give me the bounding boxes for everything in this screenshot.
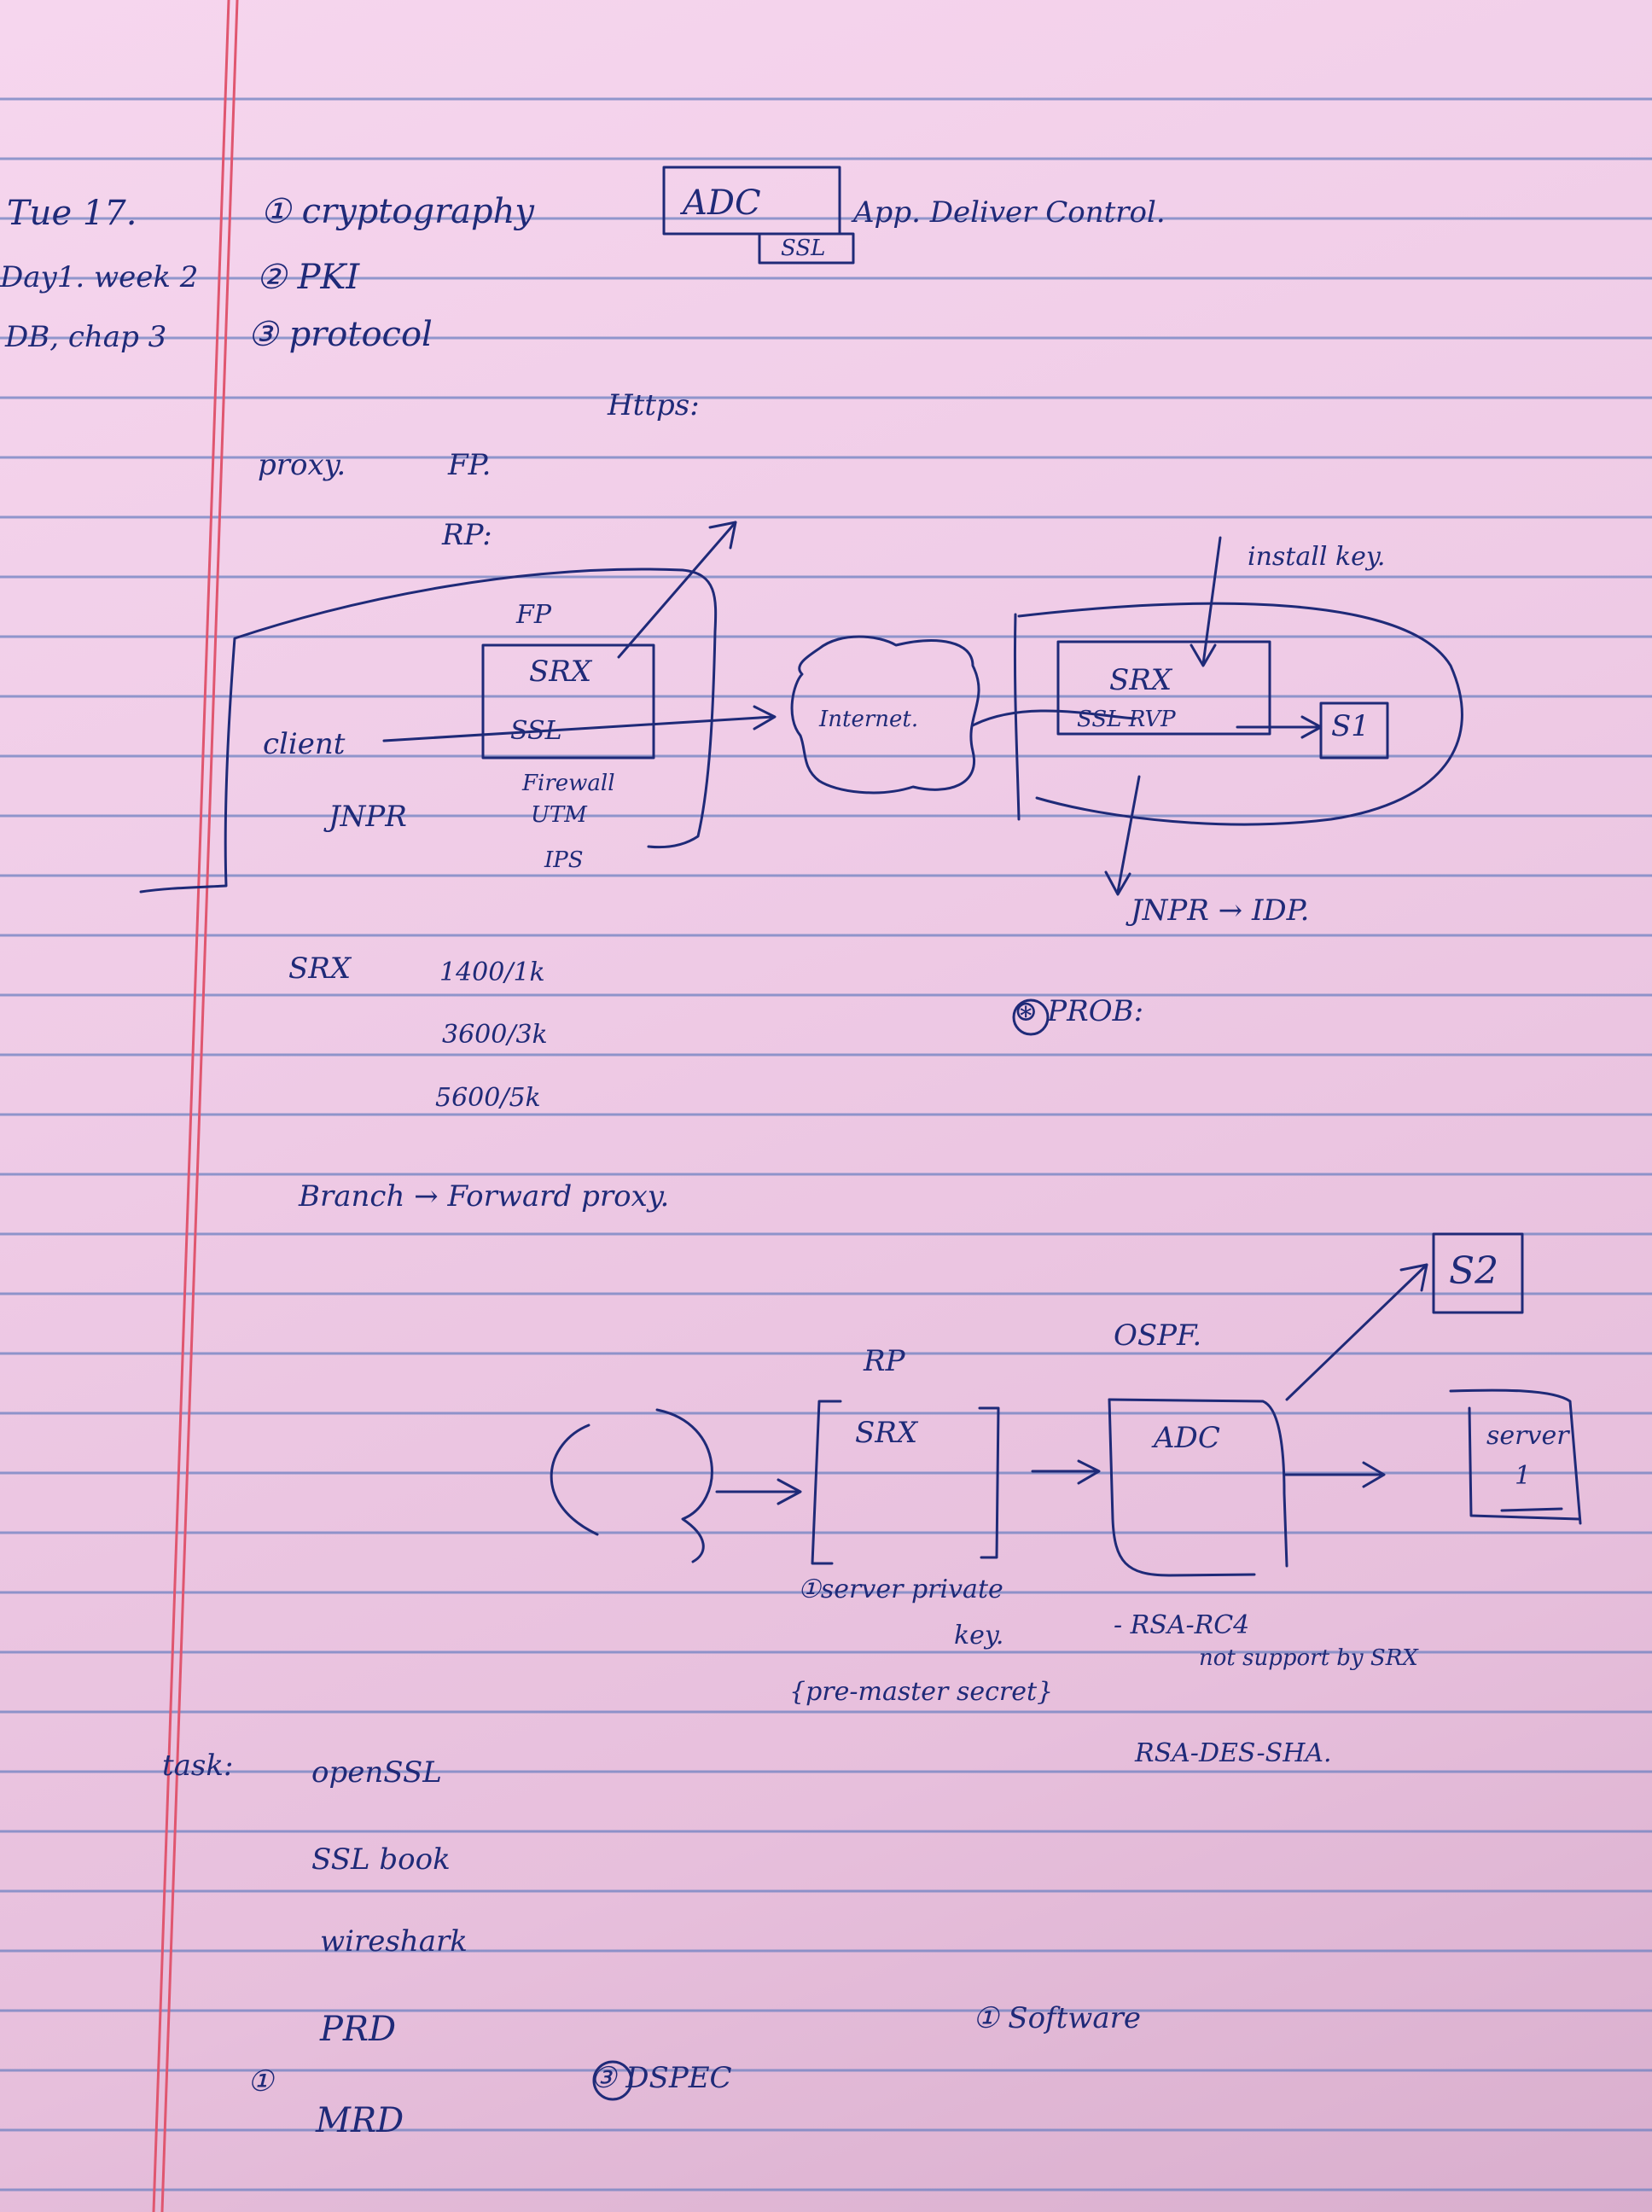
task-openssl: openSSL xyxy=(311,1755,442,1790)
diagram2-server: server xyxy=(1486,1421,1569,1451)
proxy-rp: RP: xyxy=(442,518,492,552)
note-date: Tue 17. xyxy=(7,194,137,233)
branch-forward-proxy: Branch → Forward proxy. xyxy=(299,1179,670,1214)
diagram2-rp: RP xyxy=(864,1344,905,1378)
diagram1-srx-right: SRX xyxy=(1109,663,1172,697)
task-prd: PRD xyxy=(320,2010,397,2049)
diagram1-utm: UTM xyxy=(531,802,587,828)
diagram1-ssl-rvp: SSL RVP xyxy=(1077,707,1176,732)
diagram1-jnpr-idp: JNPR → IDP. xyxy=(1131,894,1310,928)
diagram1-firewall: Firewall xyxy=(522,771,615,796)
proxy-fp: FP. xyxy=(448,448,492,482)
diagram1-internet: Internet. xyxy=(819,707,919,732)
diagram2-s2: S2 xyxy=(1449,1249,1499,1293)
diagram2-ospf: OSPF. xyxy=(1114,1318,1202,1353)
diagram2-rsa-rc4: - RSA-RC4 xyxy=(1114,1610,1250,1640)
prob-label: ⊛ PROB: xyxy=(1014,994,1144,1028)
diagram2-pre-master-secret: {pre-master secret} xyxy=(789,1677,1054,1707)
diagram1-fp: FP xyxy=(516,600,552,630)
topic-pki: ② PKI xyxy=(256,258,360,297)
diagram2-note-private-key: ①server private xyxy=(798,1575,1003,1604)
proxy-label: proxy. xyxy=(258,448,346,482)
note-week: Day1. week 2 xyxy=(0,260,199,294)
diagram2-rsa-des-sha: RSA-DES-SHA. xyxy=(1135,1738,1332,1768)
task-dspec: ③ DSPEC xyxy=(590,2061,732,2095)
diagram2-adc: ADC xyxy=(1154,1421,1220,1455)
task-label: task: xyxy=(162,1749,234,1783)
diagram1-client: client xyxy=(263,727,346,761)
diagram2-not-supported: not support by SRX xyxy=(1199,1645,1418,1671)
task-mrd: MRD xyxy=(316,2101,404,2140)
note-chapter: DB, chap 3 xyxy=(5,320,167,354)
diagram2-note-key: key. xyxy=(954,1621,1004,1650)
task-ssl-book: SSL book xyxy=(311,1842,451,1877)
diagram2-server-number: 1 xyxy=(1515,1461,1532,1491)
srx-model-1: 1400/1k xyxy=(439,958,545,987)
task-software: ① Software xyxy=(973,2001,1142,2035)
diagram2-srx: SRX xyxy=(855,1416,918,1450)
diagram1-install-key: install key. xyxy=(1248,542,1386,572)
diagram1-ips: IPS xyxy=(544,847,584,873)
task-circle-number: ① xyxy=(247,2064,274,2098)
task-wireshark: wireshark xyxy=(320,1924,468,1959)
https-label: Https: xyxy=(608,388,700,422)
diagram1-s1: S1 xyxy=(1331,709,1370,743)
srx-list-label: SRX xyxy=(288,952,352,986)
adc-definition: App. Deliver Control. xyxy=(853,195,1166,230)
srx-model-3: 5600/5k xyxy=(435,1083,541,1113)
srx-model-2: 3600/3k xyxy=(442,1020,548,1050)
topic-protocol: ③ protocol xyxy=(247,315,433,354)
topic-cryptography: ① cryptography xyxy=(260,192,534,231)
adc-box-label: ADC xyxy=(683,183,761,223)
diagram1-srx: SRX xyxy=(529,655,592,689)
diagram1-ssl: SSL xyxy=(510,716,562,746)
diagram1-jnpr: JNPR xyxy=(329,800,407,834)
adc-ssl-label: SSL xyxy=(781,236,826,261)
